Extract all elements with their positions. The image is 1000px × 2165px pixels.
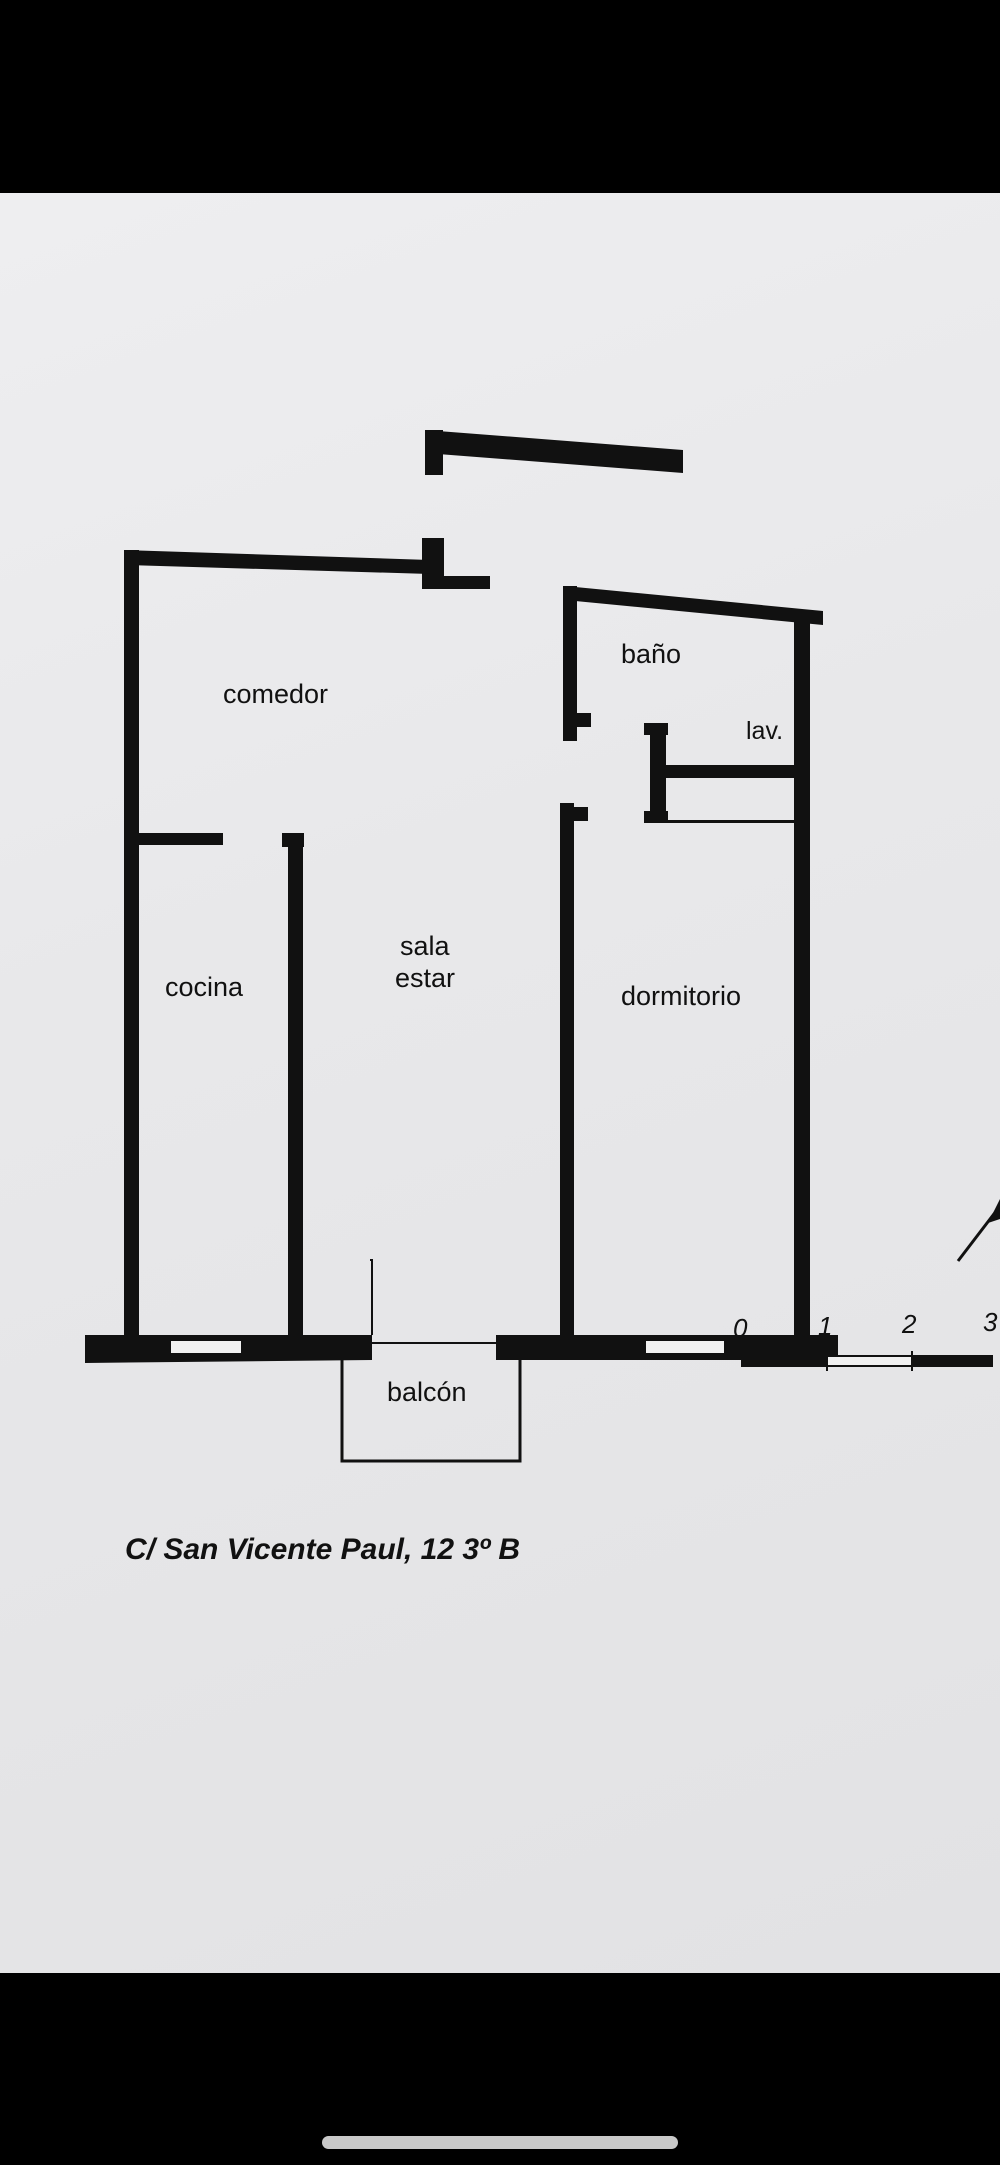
room-label-balcon: balcón <box>387 1377 467 1407</box>
balcony-rail <box>340 1343 522 1463</box>
home-indicator[interactable] <box>322 2136 678 2149</box>
bath-door-jamb-upper <box>575 713 591 727</box>
kitchen-top-partition <box>135 833 223 845</box>
scale-label-3: 3 <box>983 1307 998 1337</box>
scale-label-2: 2 <box>902 1309 917 1339</box>
lav-left-wall <box>650 723 666 823</box>
address-caption: C/ San Vicente Paul, 12 3º B <box>125 1533 520 1566</box>
lav-cap-bottom <box>644 811 668 823</box>
entrance-post <box>425 430 443 475</box>
bath-left-wall-upper <box>563 586 577 741</box>
north-arrow-head <box>988 1199 1000 1223</box>
entrance-top-wall <box>425 430 683 473</box>
room-label-lav: lav. <box>746 717 784 745</box>
room-label-bano: baño <box>621 639 682 669</box>
room-label-estar: estar <box>395 963 456 993</box>
right-outer-wall <box>794 618 810 1340</box>
kitchen-window <box>169 1339 243 1355</box>
comedor-top-wall <box>125 550 430 574</box>
scale-bar-segment-1 <box>742 1356 827 1366</box>
scale-label-1: 1 <box>818 1311 833 1341</box>
floor-plan-drawing <box>85 430 1000 1463</box>
left-outer-wall <box>124 550 139 1350</box>
room-label-sala: sala <box>400 931 450 961</box>
bathroom-top-wall <box>565 586 823 625</box>
kitchen-wall-cap <box>282 833 304 847</box>
bedroom-door-jamb <box>570 807 588 821</box>
scale-bar-segment-3 <box>912 1356 992 1366</box>
floor-plan-paper: comedor baño lav. sala estar cocina dorm… <box>0 193 1000 1973</box>
lav-divider <box>666 765 798 778</box>
room-label-cocina: cocina <box>165 972 244 1002</box>
top-black-bar <box>0 0 1000 193</box>
scale-label-0: 0 <box>733 1313 748 1343</box>
balcony-outline <box>370 1259 373 1335</box>
room-label-comedor: comedor <box>223 679 329 709</box>
room-label-dormitorio: dormitorio <box>621 981 742 1011</box>
lav-cap-top <box>644 723 668 735</box>
kitchen-right-wall <box>288 833 303 1338</box>
bottom-black-bar <box>0 1973 1000 2165</box>
bedroom-window <box>644 1339 726 1355</box>
entrance-door-stub <box>422 576 490 589</box>
bedroom-left-wall <box>560 803 574 1338</box>
lav-bottom-line <box>666 820 798 823</box>
